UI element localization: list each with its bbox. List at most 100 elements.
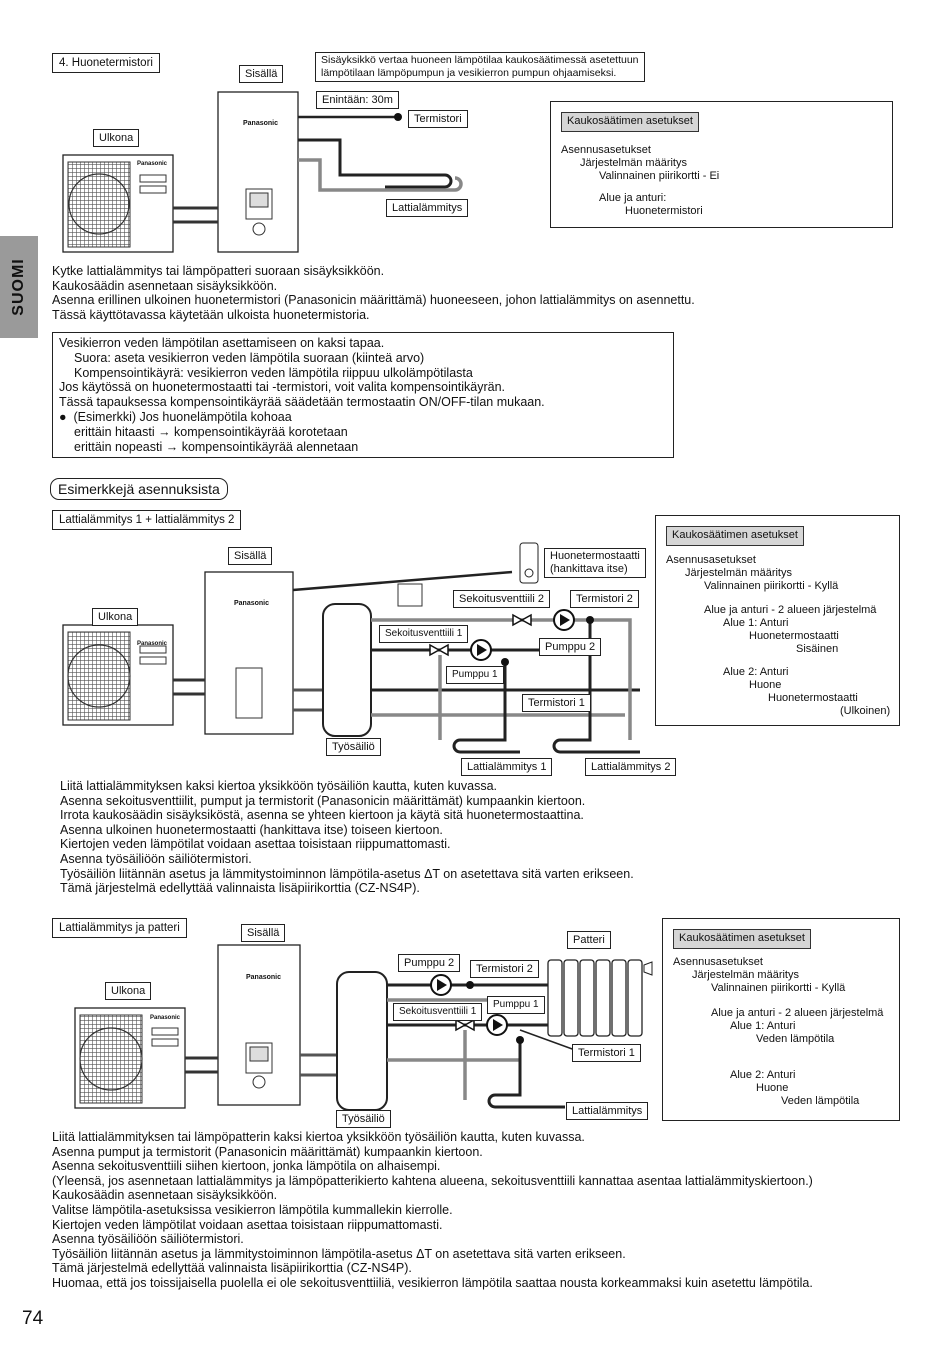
note-line: Tässä tapauksessa kompensointikäyrää sää… [59, 395, 545, 410]
sec3-indoor-unit [217, 944, 301, 1106]
text-line: Liitä lattialämmityksen kaksi kiertoa yk… [60, 779, 497, 793]
text-line: Asenna ulkoinen huonetermostaatti (hanki… [60, 822, 443, 837]
sec1-description: Kytke lattialämmitys tai lämpöpatteri su… [52, 264, 695, 322]
remote-line: Huonetermostaatti [768, 692, 858, 704]
remote-line: Alue 1: Anturi [730, 1020, 796, 1032]
remote-line: Järjestelmän määritys [580, 157, 687, 169]
sec1-indoor-unit [217, 91, 299, 253]
text-line: Kytke lattialämmitys tai lämpöpatteri su… [52, 264, 385, 278]
remote-settings-heading: Kaukosäätimen asetukset [673, 929, 811, 949]
text-line: Työsäiliön liitännän asetus ja lämmityst… [60, 866, 634, 881]
sec2-outdoor-unit [62, 624, 174, 726]
language-tab: SUOMI [0, 236, 38, 338]
remote-line: Asennusasetukset [666, 554, 756, 566]
sec2-pump1-label: Pumppu 1 [446, 666, 504, 684]
sec2-pumps-valves [429, 609, 594, 666]
sec3-tank-label: Työsäiliö [336, 1110, 391, 1128]
remote-line: Huonetermostaatti [749, 630, 839, 642]
remote-line: Huone [756, 1082, 789, 1094]
sec3-pump1-label: Pumppu 1 [487, 996, 545, 1014]
sec1-pipes [173, 113, 463, 224]
text-line: Huomaa, että jos toissijaisella puolella… [52, 1275, 813, 1290]
sec2-title: Lattialämmitys 1 + lattialämmitys 2 [52, 510, 242, 530]
sec3-pumps-valves [430, 974, 524, 1044]
sec2-pipes [173, 542, 640, 754]
sec2-pump2-label: Pumppu 2 [539, 638, 602, 656]
text-line: Asenna sekoitusventtiili siihen kiertoon… [52, 1159, 441, 1174]
remote-line: Alue 2: Anturi [730, 1069, 796, 1081]
note-line: Vesikierron veden lämpötilan asettamisee… [59, 336, 385, 350]
remote-line: Huone [749, 679, 782, 691]
sec1-floor-label: Lattialämmitys [386, 199, 469, 217]
text-line: Asenna työsäiliöön säiliötermistori. [52, 1232, 244, 1247]
sec1-indoor-label: Sisällä [239, 65, 284, 83]
sec3-therm1-label: Termistori 1 [572, 1044, 641, 1062]
sec2-therm1-label: Termistori 1 [522, 694, 591, 712]
remote-line: Alue ja anturi - 2 alueen järjestelmä [704, 604, 877, 616]
sec2-description: Liitä lattialämmityksen kaksi kiertoa yk… [60, 779, 634, 896]
text-line: Asenna työsäiliöön säiliötermistori. [60, 851, 252, 866]
sec3-remote-settings: Kaukosäätimen asetukset Asennusasetukset… [662, 918, 900, 1121]
brand-logo: Panasonic [243, 120, 279, 127]
sec1-note-label: Sisäyksikkö vertaa huoneen lämpötilaa ka… [315, 52, 645, 82]
remote-line: Asennusasetukset [673, 956, 763, 968]
sec1-thermistor-label: Termistori [408, 110, 468, 128]
text-line: Työsäiliön liitännän asetus ja lämmityst… [52, 1246, 626, 1261]
page-number: 74 [22, 1308, 44, 1329]
text-line: Kiertojen veden lämpötilat voidaan asett… [60, 837, 451, 852]
sec2-therm2-label: Termistori 2 [570, 590, 639, 608]
sec2-floor2-label: Lattialämmitys 2 [585, 758, 677, 776]
text-line: Liitä lattialämmityksen tai lämpöpatteri… [52, 1130, 585, 1144]
sec1-max-label: Enintään: 30m [316, 91, 399, 109]
sec2-indoor-label: Sisällä [228, 547, 273, 565]
remote-settings-heading: Kaukosäätimen asetukset [561, 112, 699, 132]
brand-logo: Panasonic [137, 161, 168, 167]
sec2-mix2-label: Sekoitusventtiili 2 [453, 590, 550, 608]
text-line: Tämä järjestelmä edellyttää valinnaista … [60, 881, 420, 896]
sec2-indoor-unit [204, 571, 294, 735]
sec3-title: Lattialämmitys ja patteri [52, 918, 187, 938]
brand-logo: Panasonic [234, 600, 270, 607]
sec2-outdoor-label: Ulkona [92, 608, 139, 626]
sec2-mix1-label: Sekoitusventtiili 1 [379, 625, 469, 643]
text-line: Kaukosäädin asennetaan sisäyksikköön. [52, 278, 278, 293]
text-line: Kaukosäädin asennetaan sisäyksikköön. [52, 1188, 278, 1203]
remote-line: Järjestelmän määritys [685, 567, 792, 579]
remote-line: Veden lämpötila [756, 1033, 835, 1045]
remote-line: Järjestelmän määritys [692, 969, 799, 981]
note-line: (Esimerkki) Jos huonelämpötila kohoaa [73, 409, 292, 424]
remote-line: Alue ja anturi: [599, 192, 667, 204]
bullet-icon: ● [59, 409, 67, 424]
remote-line: Alue 1: Anturi [723, 617, 789, 629]
remote-line: Asennusasetukset [561, 144, 651, 156]
sec3-radiator-label: Patteri [567, 931, 611, 949]
text-line: (Yleensä, jos asennetaan lattialämmitys … [52, 1173, 813, 1188]
sec3-mix1-label: Sekoitusventtiili 1 [393, 1003, 483, 1021]
sec3-description: Liitä lattialämmityksen tai lämpöpatteri… [52, 1130, 813, 1291]
sec2-thermostat-label: Huonetermostaatti (hankittava itse) [544, 548, 646, 578]
remote-line: Sisäinen [796, 643, 839, 655]
text-line: Tämä järjestelmä edellyttää valinnaista … [52, 1261, 412, 1276]
sec3-floor-label: Lattialämmitys [566, 1102, 649, 1120]
brand-logo: Panasonic [150, 1015, 181, 1021]
sec1-outdoor-unit [62, 154, 174, 253]
sec1-title: 4. Huonetermistori [52, 53, 160, 73]
sec2-floor1-label: Lattialämmitys 1 [461, 758, 553, 776]
text-line: Tässä käyttötavassa käytetään ulkoista h… [52, 307, 370, 322]
note-line: Jos käytössä on huonetermostaatti tai -t… [59, 380, 506, 395]
sec3-outdoor-label: Ulkona [105, 982, 152, 1000]
remote-line: Alue 2: Anturi [723, 666, 789, 678]
remote-line: Valinnainen piirikortti - Kyllä [704, 580, 839, 592]
sec1-remote-settings: Kaukosäätimen asetukset Asennusasetukset… [550, 101, 893, 228]
sec3-pump2-label: Pumppu 2 [398, 954, 461, 972]
sec2-tank-label: Työsäiliö [326, 738, 381, 756]
note-line: Kompensointikäyrä: vesikierron veden läm… [74, 365, 473, 380]
remote-line: Veden lämpötila [781, 1095, 860, 1107]
sec3-radiator [547, 959, 653, 1037]
text-line: Valitse lämpötila-asetuksissa vesikierro… [52, 1202, 453, 1217]
sec3-outdoor-unit [74, 1007, 186, 1109]
text-line: Asenna erillinen ulkoinen huonetermistor… [52, 293, 695, 308]
sec3-indoor-label: Sisällä [241, 924, 286, 942]
text-line: Asenna pumput ja termistorit (Panasonici… [52, 1144, 483, 1159]
